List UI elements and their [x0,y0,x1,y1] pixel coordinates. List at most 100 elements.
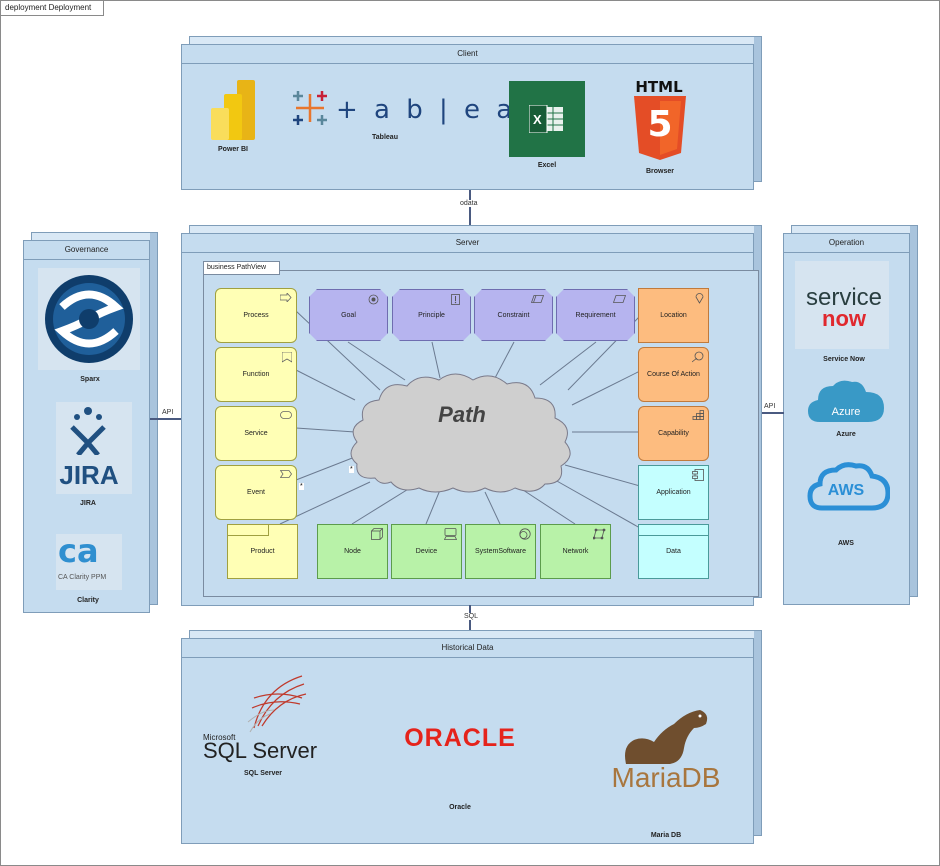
element-goal[interactable]: Goal [309,289,388,341]
process-arrow-icon [280,293,292,302]
element-application-label: Application [656,489,691,496]
azure-label: Azure [836,431,856,438]
governance-node-title: Governance [24,241,149,260]
application-component-icon [692,469,704,481]
operation-node-title: Operation [784,234,909,253]
browser-label: Browser [645,168,674,175]
element-network[interactable]: Network [540,524,611,579]
aws-cloud-icon [807,462,890,511]
element-constraint-label: Constraint [497,311,530,319]
jira-figure-icon [70,407,106,455]
sparx-logo-icon [45,275,133,363]
jira-wordmark: JIRA [59,460,119,490]
multiplicity-1: * [349,466,354,473]
element-location[interactable]: Location [638,288,709,343]
client-node-title: Client [182,45,753,64]
odata-connector [469,190,471,226]
diagram-title: deployment Deployment [1,1,104,16]
api-right-label: API [762,403,778,410]
element-goal-label: Goal [341,311,356,319]
excel-logo: X [509,81,585,157]
html5-shield-icon [634,96,686,160]
element-capability[interactable]: Capability [638,406,709,461]
path-cloud-icon [350,373,571,493]
node-box-icon [371,528,383,540]
odata-label: odata [458,200,480,207]
systemsoftware-disc-icon [519,528,531,540]
element-service-label: Service [244,430,268,437]
servicenow-logo-bg [795,261,889,349]
path-cloud-label: Path [438,402,486,427]
requirement-parallelogram-icon [613,295,626,303]
aws-label: AWS [838,540,854,547]
powerbi-label: Power BI [218,146,248,153]
element-product[interactable]: Product [227,524,298,579]
mariadb-wordmark: MariaDB [611,762,721,793]
oracle-wordmark: ORACLE [404,724,516,752]
element-principle[interactable]: Principle [392,289,471,341]
sqlserver-bird-icon [247,675,307,733]
network-icon [593,528,606,540]
element-node[interactable]: Node [317,524,388,579]
mariadb-label: Maria DB [650,832,682,839]
location-pin-icon [695,293,704,304]
sqlserver-wordmark: SQL Server [203,738,318,763]
element-location-label: Location [660,312,687,319]
element-process-label: Process [243,312,269,319]
azure-wordmark: Azure [831,406,861,418]
tableau-icon [293,91,327,125]
element-product-label: Product [250,548,275,555]
svg-text:X: X [533,112,542,127]
function-bookmark-icon [282,352,292,363]
device-monitor-icon [444,528,457,540]
element-requirement[interactable]: Requirement [556,289,635,341]
service-pill-icon [280,411,292,419]
course-target-icon [692,351,704,363]
element-process[interactable]: Process [215,288,297,343]
element-service[interactable]: Service [215,406,297,461]
element-node-label: Node [344,548,361,555]
server-node-title: Server [182,234,753,253]
pathview-package-title: business PathView [203,261,280,275]
mariadb-seal-icon [625,710,708,764]
ca-logo-bg [56,534,122,590]
constraint-parallelogram-icon [531,295,544,303]
element-requirement-label: Requirement [575,311,616,319]
tableau-label: Tableau [372,134,398,141]
element-data[interactable]: Data [638,524,709,579]
azure-cloud-icon [808,380,884,422]
capability-steps-icon [692,410,704,420]
element-device-label: Device [415,548,438,555]
jira-label: JIRA [80,500,96,507]
event-flag-icon [280,470,292,478]
clarity-label: Clarity [77,597,99,604]
element-constraint[interactable]: Constraint [474,289,553,341]
multiplicity-2: * [299,483,304,490]
html5-number: 5 [647,104,673,145]
element-capability-label: Capability [658,430,689,437]
html5-text: HTML [635,78,683,96]
element-application[interactable]: Application [638,465,709,520]
servicenow-line1: service [805,284,883,311]
element-event-label: Event [247,489,265,496]
principle-exclamation-icon [451,294,460,305]
element-event[interactable]: Event [215,465,297,520]
element-course-label: Course Of Action [647,371,700,378]
sparx-label: Sparx [80,376,100,383]
historical-node-title: Historical Data [182,639,753,658]
goal-target-icon [368,294,379,305]
element-function[interactable]: Function [215,347,297,402]
sqlserver-label: SQL Server [243,770,282,777]
servicenow-label: Service Now [823,356,865,363]
client-node[interactable]: Client [181,36,762,190]
element-function-label: Function [242,371,270,378]
element-data-label: Data [666,548,681,555]
element-device[interactable]: Device [391,524,462,579]
api-right-connector [757,412,784,414]
powerbi-logo [211,80,255,140]
element-systemsoftware[interactable]: SystemSoftware [465,524,536,579]
api-left-label: API [160,409,176,416]
servicenow-line2: now [822,306,866,331]
element-course-of-action[interactable]: Course Of Action [638,347,709,402]
